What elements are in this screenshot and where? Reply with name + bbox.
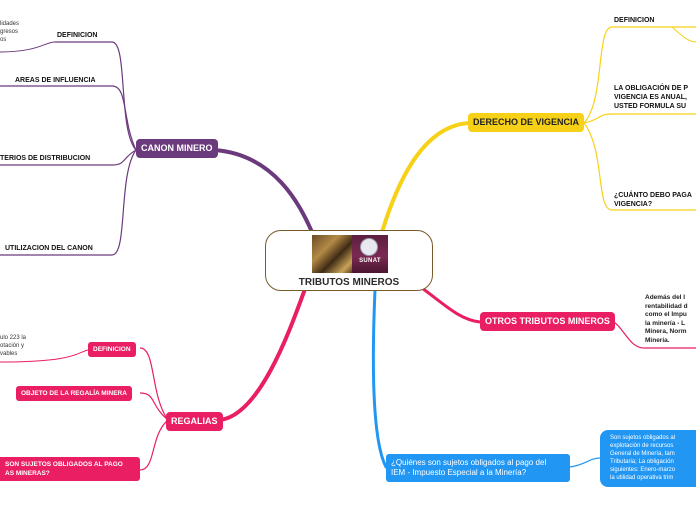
node-derecho-cuanto[interactable]: ¿CUÁNTO DEBO PAGA VIGENCIA? [614,192,692,208]
link-regalias-definicion-fragment [0,349,89,363]
link-center-iem [371,288,388,469]
node-canon-areas[interactable]: AREAS DE INFLUENCIA [15,77,96,84]
node-regalias-definicion[interactable]: DEFINICION [88,342,136,357]
link-center-derecho [380,121,472,234]
node-iem-answer[interactable]: Son sujetos obligados al explotación de … [600,430,696,487]
link-derecho-definicion-tail [671,26,696,43]
node-derecho-obligacion[interactable]: LA OBLIGACIÓN DE P VIGENCIA ES ANUAL, US… [614,85,689,110]
node-canon-minero[interactable]: CANON MINERO [136,139,218,158]
link-center-canon [213,148,314,234]
sunat-logo-icon [360,238,378,256]
central-node[interactable]: SUNAT TRIBUTOS MINEROS [265,230,433,291]
node-regalias-definicion-text: ulo 223 la otación y vables [0,335,27,357]
node-canon-definicion-text: lidades gresos os [0,21,20,43]
link-iem-answer [569,457,601,468]
node-canon-criterios[interactable]: TERIOS DE DISTRIBUCION [0,155,91,162]
link-derecho-definicion [583,26,696,124]
link-derecho-cuanto [583,122,696,211]
node-canon-definicion[interactable]: DEFINICION [57,32,98,39]
node-derecho-vigencia[interactable]: DERECHO DE VIGENCIA [468,113,585,132]
node-regalias[interactable]: REGALIAS [166,412,223,431]
central-title: TRIBUTOS MINEROS [298,277,400,288]
node-regalias-objeto[interactable]: OBJETO DE LA REGALÍA MINERA [16,386,132,401]
link-regalias-definicion [139,347,169,421]
node-derecho-definicion[interactable]: DEFINICION [614,17,655,24]
mine-photo [312,235,352,273]
node-regalias-sujetos[interactable]: SON SUJETOS OBLIGADOS AL PAGO AS MINERAS… [0,457,140,481]
link-canon-definicion [55,41,137,151]
link-regalias-objeto [139,392,169,421]
node-iem-question[interactable]: ¿Quiénes son sujetos obligados al pago d… [386,454,570,482]
link-center-regalias [218,287,307,422]
central-image: SUNAT [312,235,388,273]
node-otros-text[interactable]: Además del I rentabilidad d como el Impu… [645,294,688,344]
link-regalias-sujetos [139,419,169,471]
link-canon-areas [0,85,137,151]
link-canon-criterios [0,149,137,166]
link-derecho-obligacion [583,113,696,124]
link-canon-utilizacion [0,149,137,256]
link-canon-definicion-fragment [0,41,56,53]
sunat-logo-text: SUNAT [359,258,381,264]
node-otros-tributos[interactable]: OTROS TRIBUTOS MINEROS [480,312,615,331]
node-canon-utilizacion[interactable]: UTILIZACION DEL CANON [5,245,93,252]
link-center-otros [420,286,482,324]
link-otros-text [613,321,696,349]
